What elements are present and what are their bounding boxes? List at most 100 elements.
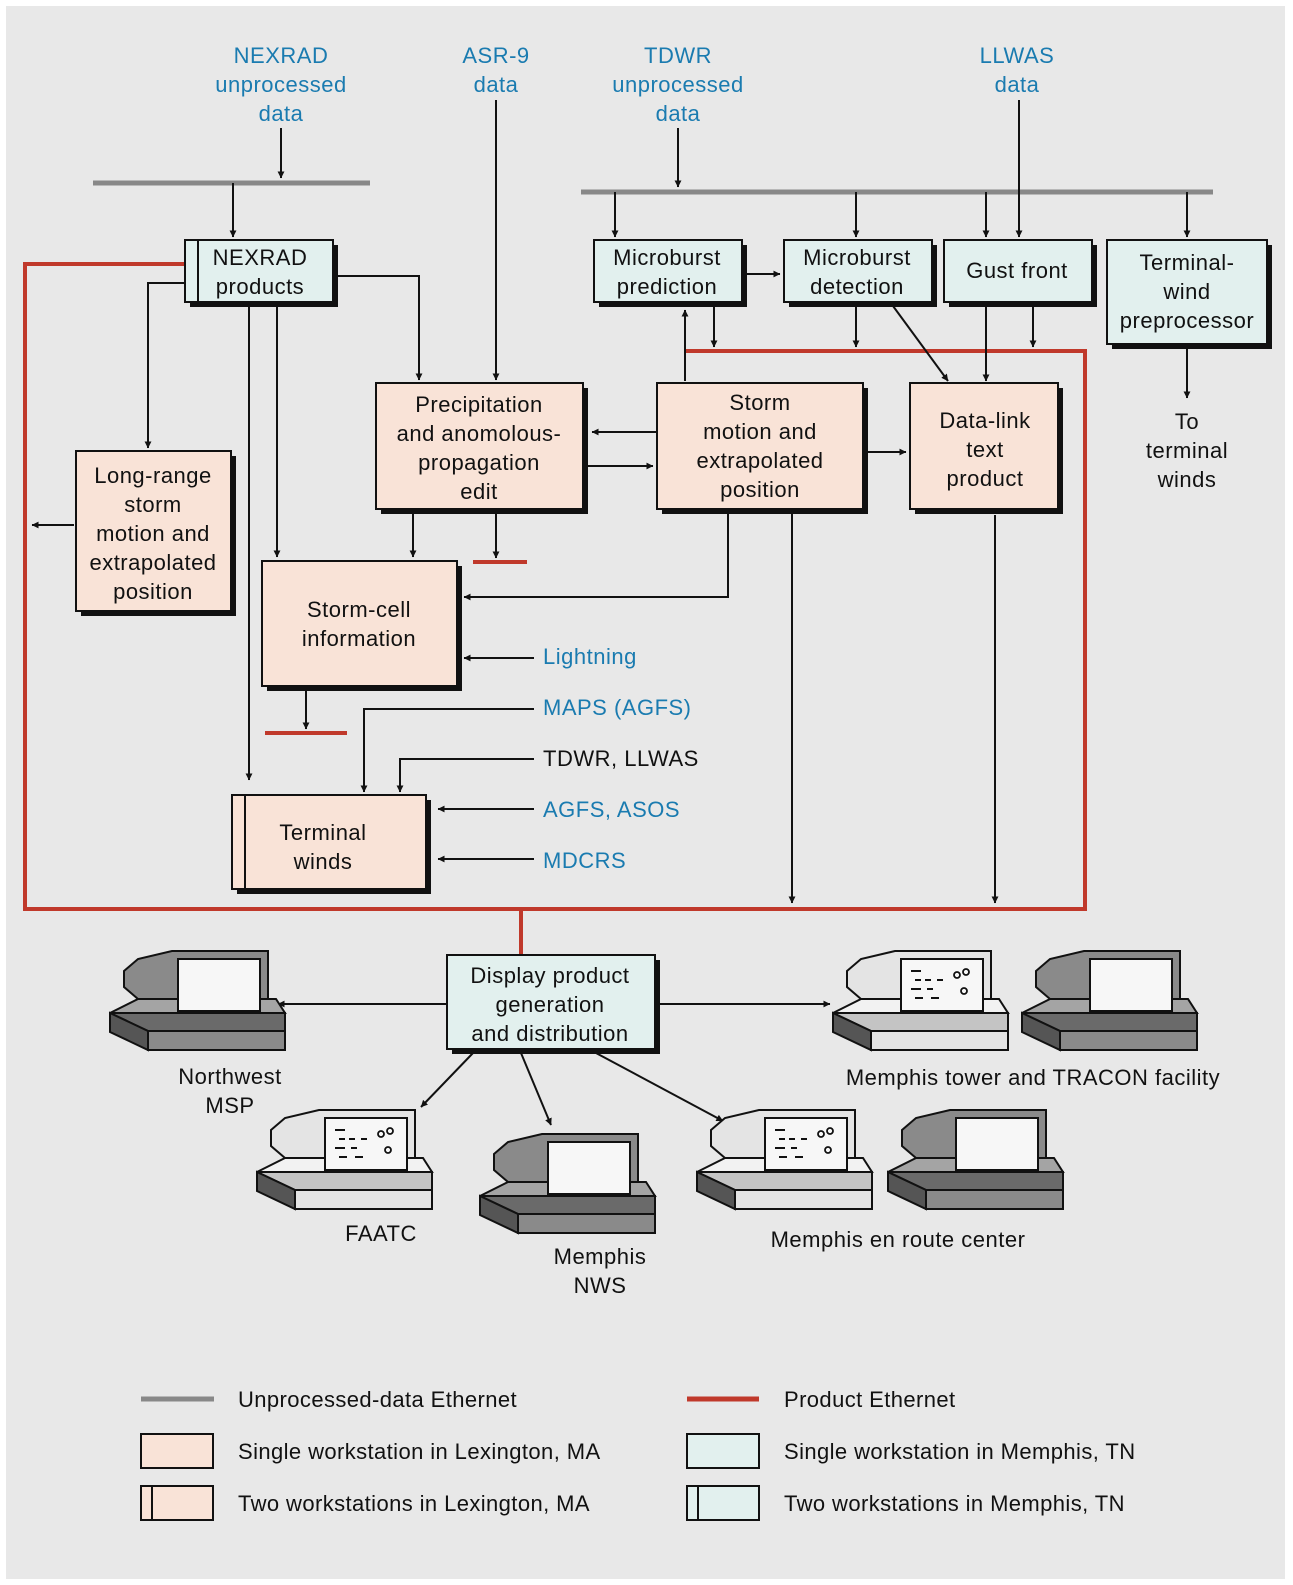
faatc-terminal-screen-dot-2 (386, 1127, 394, 1135)
northwest-msp-terminal-screen (177, 958, 261, 1012)
legend-single-memphis-label: Single workstation in Memphis, TN (784, 1439, 1135, 1464)
microburst-detection-label-line-1: Microburst (803, 245, 911, 270)
precipitation-edit-label-line-3: propagation (418, 450, 540, 475)
display-product-label-line-3: and distribution (471, 1021, 628, 1046)
tdwr-source-label-line-3: data (656, 101, 701, 126)
storm-motion-box (656, 382, 868, 514)
long-range-box (75, 450, 236, 616)
legend-two-memphis-label: Two workstations in Memphis, TN (784, 1491, 1125, 1516)
faatc-terminal-screen-dot-1 (377, 1130, 385, 1138)
storm-cell-box-face (261, 560, 458, 687)
memphis-tower-terminal-1-screen (900, 958, 984, 1012)
nexrad-products-box-face (184, 239, 334, 303)
microburst-prediction-box (593, 239, 747, 307)
memphis-enroute-terminal-1 (696, 1109, 874, 1211)
microburst-detection-label-line-2: detection (810, 274, 904, 299)
lightning-input-label: Lightning (543, 644, 637, 669)
memphis-enroute-terminal-1-screen-lines (775, 1129, 807, 1158)
microburst-prediction-label-line-2: prediction (617, 274, 717, 299)
terminal-winds-box-face (231, 794, 427, 890)
legend-unprocessed-label: Unprocessed-data Ethernet (238, 1387, 517, 1412)
data-link-box-face (909, 382, 1059, 510)
data-link-box (909, 382, 1063, 514)
faatc-terminal-base-front-face (294, 1189, 433, 1210)
faatc-label: FAATC (345, 1221, 416, 1246)
memphis-enroute-terminal-1-screen-dot-2 (826, 1127, 834, 1135)
data-link-label-line-2: text (966, 437, 1003, 462)
long-range-label-line-4: extrapolated (89, 550, 216, 575)
storm-motion-label-line-3: extrapolated (696, 448, 823, 473)
arrow-display-to-faatc (420, 1052, 474, 1108)
terminal-wind-preprocessor-label-line-3: preprocessor (1120, 308, 1254, 333)
memphis-enroute-label-line-1: Memphis en route center (771, 1227, 1026, 1252)
memphis-tower-terminal-1-screen-dot-3 (960, 987, 968, 995)
arrow-display-to-memphis-nws (520, 1052, 552, 1126)
memphis-enroute-label: Memphis en route center (771, 1227, 1026, 1252)
legend-product-label: Product Ethernet (784, 1387, 956, 1412)
storm-cell-box (261, 560, 462, 691)
faatc-terminal (256, 1109, 434, 1211)
precipitation-edit-box-face (375, 382, 584, 510)
precipitation-edit-label-line-4: edit (460, 479, 497, 504)
memphis-nws-label-line-1: Memphis (554, 1244, 647, 1269)
memphis-tower-terminal-1 (832, 950, 1010, 1052)
memphis-tower-label-line-1: Memphis tower and TRACON facility (846, 1065, 1220, 1090)
long-range-label-line-1: Long-range (94, 463, 212, 488)
terminal-wind-preprocessor-label-line-2: wind (1162, 279, 1210, 304)
arrow-nexrad-to-long-range (144, 282, 185, 449)
precipitation-edit-label-line-1: Precipitation (415, 392, 543, 417)
storm-motion-label-line-1: Storm (729, 390, 790, 415)
tdwr-source-label-line-1: TDWR (644, 43, 712, 68)
arrow-storm-motion-to-storm-cell (463, 512, 729, 601)
to-terminal-winds-label-line-2: terminal (1146, 438, 1228, 463)
storm-cell-label-line-1: Storm-cell (307, 597, 411, 622)
memphis-tower-terminal-2-screen (1089, 958, 1173, 1012)
northwest-msp-label-line-2: MSP (205, 1093, 254, 1118)
terminal-winds-box (231, 794, 431, 894)
arrow-nexrad-to-precip (336, 275, 423, 381)
legend-two-lexington-label: Two workstations in Lexington, MA (238, 1491, 590, 1516)
tdwr-source-label-line-2: unprocessed (612, 72, 743, 97)
mdcrs-input-label: MDCRS (543, 848, 626, 873)
tdwr-source-label: TDWR unprocessed data (612, 43, 743, 126)
terminal-wind-preprocessor-box (1106, 239, 1272, 349)
legend-single-lexington-label: Single workstation in Lexington, MA (238, 1439, 601, 1464)
storm-motion-label-line-4: position (720, 477, 800, 502)
faatc-terminal-screen (324, 1117, 408, 1171)
microburst-detection-label: Microburst detection (803, 245, 911, 299)
legend-single-memphis-swatch (686, 1433, 760, 1469)
northwest-msp-terminal (109, 950, 287, 1052)
llwas-source-label-line-2: data (995, 72, 1040, 97)
faatc-terminal-screen-dot-3 (384, 1146, 392, 1154)
arrow-maps-to-terminal-winds (360, 708, 534, 793)
arrow-display-to-memphis-enroute (595, 1052, 724, 1122)
microburst-prediction-box-face (593, 239, 743, 303)
memphis-nws-label-line-2: NWS (574, 1273, 627, 1298)
nexrad-products-label-line-1: NEXRAD (213, 245, 308, 270)
display-product-box-face (446, 954, 656, 1050)
asr9-source-label-line-2: data (474, 72, 519, 97)
microburst-detection-box-face (783, 239, 933, 303)
display-product-label-line-2: generation (496, 992, 605, 1017)
microburst-detection-box (783, 239, 937, 307)
display-product-box (446, 954, 660, 1054)
gust-front-box (943, 239, 1097, 307)
legend-single-lexington-swatch (140, 1433, 214, 1469)
to-terminal-winds-label-line-1: To (1175, 409, 1199, 434)
nexrad-products-label-line-2: products (216, 274, 304, 299)
terminal-wind-preprocessor-box-face (1106, 239, 1268, 345)
